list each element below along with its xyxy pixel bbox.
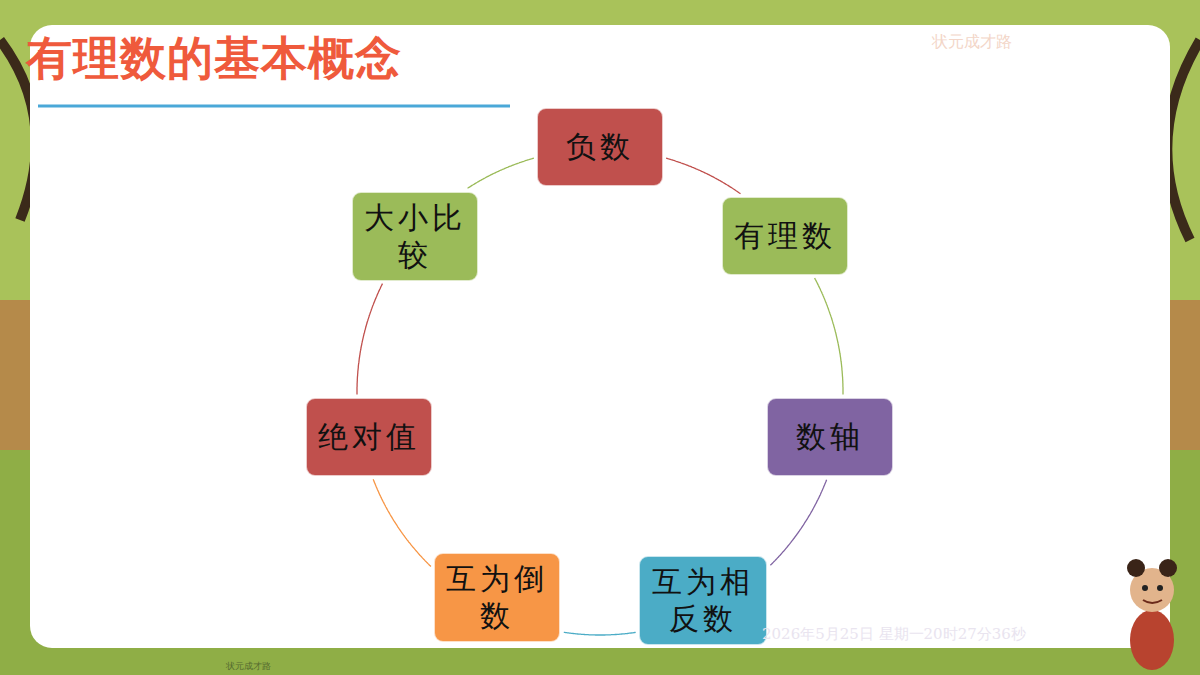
cycle-arc (357, 284, 383, 395)
concept-box: 绝对值 (306, 398, 432, 476)
watermark: 状元成才路 (226, 660, 271, 673)
cycle-arc (815, 278, 843, 395)
concept-box: 有理数 (722, 197, 848, 275)
cycle-arc (666, 158, 740, 194)
concept-label: 大小比较 (363, 199, 467, 274)
cycle-arc (373, 479, 431, 566)
concept-label: 绝对值 (318, 418, 420, 456)
concept-box: 数轴 (767, 398, 893, 476)
vine (1167, 40, 1200, 240)
slide-title: 有理数的基本概念 (26, 28, 402, 90)
concept-label: 互为倒数 (445, 560, 549, 635)
watermark: 状元成才路 (932, 32, 1012, 53)
concept-label: 数轴 (796, 418, 864, 456)
timestamp: 2026年5月25日 星期一20时27分36秒 (762, 625, 1026, 644)
concept-box: 负数 (537, 108, 663, 186)
concept-label: 有理数 (734, 217, 836, 255)
cycle-arc (770, 480, 826, 566)
cartoon-character (1127, 559, 1177, 670)
concept-box: 互为倒数 (434, 553, 560, 642)
content-panel (30, 25, 1170, 648)
concept-box: 大小比较 (352, 192, 478, 281)
concept-label: 负数 (566, 128, 634, 166)
concept-label: 互为相反数 (650, 563, 756, 638)
cycle-arc (564, 632, 636, 635)
concept-box: 互为相反数 (639, 556, 767, 645)
title-underline (38, 105, 510, 108)
cycle-arc (468, 158, 534, 188)
